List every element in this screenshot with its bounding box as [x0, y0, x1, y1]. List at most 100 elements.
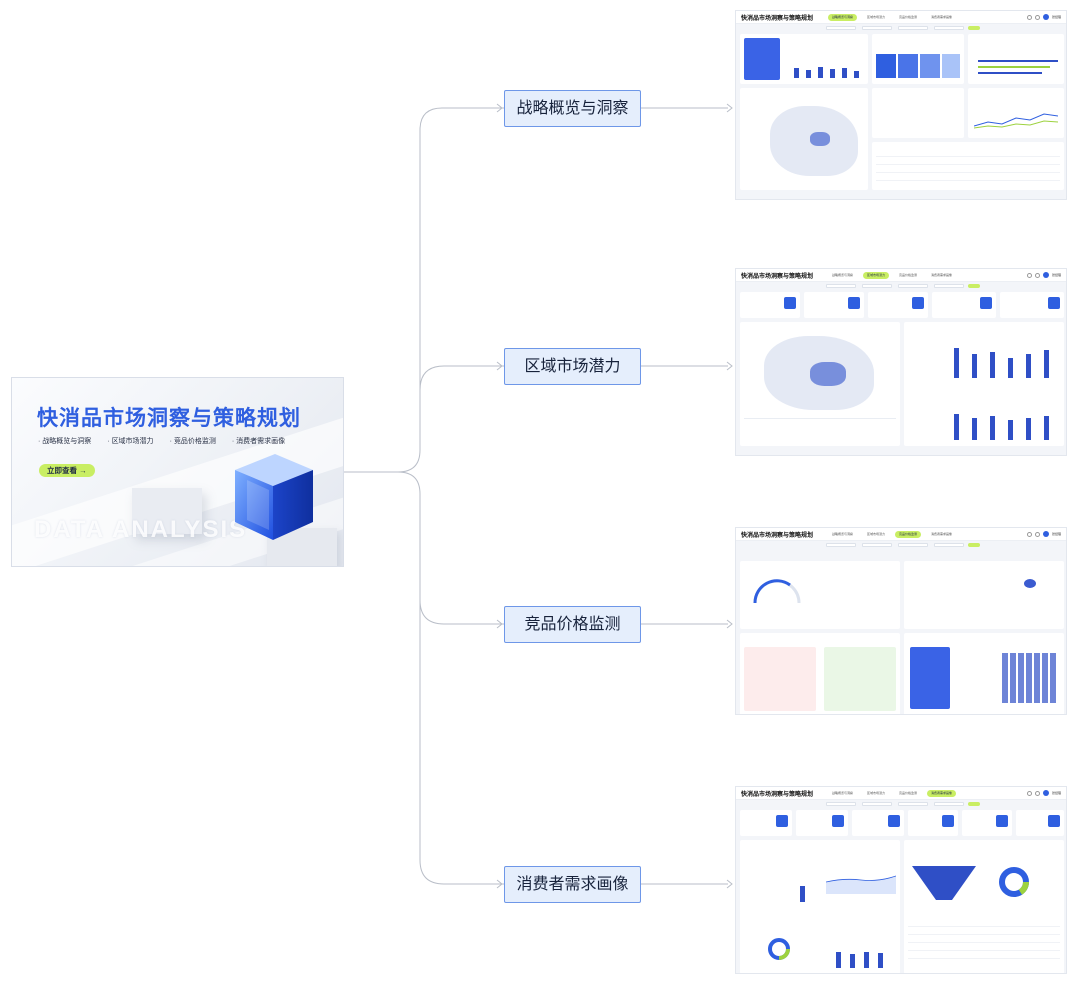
- view-now-button[interactable]: 立即查看 →: [39, 464, 95, 477]
- thumb-bar: [878, 953, 883, 968]
- gear-icon: [1034, 272, 1040, 278]
- cover-tag-list: 战略概览与洞察 区域市场潜力 竞品价格监测 消费者需求画像: [38, 436, 285, 446]
- thumb-gauge: [753, 579, 801, 604]
- thumb-panel: [968, 34, 1064, 84]
- cover-tag: 区域市场潜力: [107, 436, 154, 446]
- thumb-kpi-card: [962, 810, 1012, 836]
- thumb-bar: [972, 418, 977, 440]
- thumb-tab[interactable]: 竞品价格监测: [899, 790, 918, 795]
- cover-watermark: DATA ANALYSIS: [34, 516, 248, 543]
- thumb-user: 张经理: [1026, 790, 1061, 796]
- thumb-progress: [978, 60, 1058, 62]
- thumb-kpi-card: [804, 292, 864, 318]
- thumb-pie: [999, 867, 1029, 897]
- thumb-bar: [806, 70, 811, 78]
- thumb-tab[interactable]: 竞品价格监测: [895, 530, 922, 538]
- query-button: [968, 26, 980, 30]
- branch-competitor-price[interactable]: 竞品价格监测: [504, 606, 641, 643]
- thumb-bar: [1008, 358, 1013, 378]
- thumb-tab[interactable]: 区域市场潜力: [867, 790, 886, 795]
- thumb-tab[interactable]: 战略概览与洞察: [832, 531, 854, 536]
- thumb-tab[interactable]: 消费者需求画像: [927, 789, 957, 797]
- thumb-kpi-card: [740, 292, 800, 318]
- thumb-kpi-card: [852, 810, 904, 836]
- thumb-header: 快消品市场洞察与策略规划 战略概览与洞察 区域市场潜力 竞品价格监测 消费者需求…: [736, 11, 1066, 24]
- cover-tag: 竞品价格监测: [170, 436, 216, 446]
- thumb-tab[interactable]: 区域市场潜力: [867, 14, 886, 19]
- filter-field: [862, 543, 892, 547]
- kpi-icon: [980, 297, 992, 309]
- avatar: [1042, 14, 1049, 20]
- thumb-filter-bar: [736, 282, 1066, 290]
- kpi-icon: [1048, 815, 1060, 827]
- user-name: 张经理: [1051, 273, 1061, 277]
- user-name: 张经理: [1051, 15, 1061, 19]
- query-button: [968, 543, 980, 547]
- thumb-table-row: [876, 172, 1060, 173]
- dashboard-thumbnail-competitor[interactable]: 快消品市场洞察与策略规划 战略概览与洞察 区域市场潜力 竞品价格监测 消费者需求…: [735, 527, 1067, 715]
- glass-cube-illustration: [235, 454, 313, 540]
- kpi-icon: [996, 815, 1008, 827]
- thumb-bar: [830, 69, 835, 78]
- cover-tag: 消费者需求画像: [232, 436, 285, 446]
- thumb-user: 张经理: [1026, 272, 1061, 278]
- thumb-kpi-card: [868, 292, 928, 318]
- thumb-bubble: [1024, 579, 1036, 588]
- thumb-kpi-card: [1016, 810, 1064, 836]
- avatar: [1042, 790, 1049, 796]
- thumb-title: 快消品市场洞察与策略规划: [741, 792, 814, 798]
- thumb-bar: [818, 67, 823, 78]
- thumb-tab[interactable]: 战略概览与洞察: [832, 790, 854, 795]
- kpi-icon: [848, 297, 860, 309]
- thumb-bar: [836, 952, 841, 968]
- thumb-panel: [904, 561, 1064, 629]
- filter-field: [862, 26, 892, 30]
- thumb-panel: [872, 34, 964, 84]
- dashboard-thumbnail-consumer[interactable]: 快消品市场洞察与策略规划 战略概览与洞察 区域市场潜力 竞品价格监测 消费者需求…: [735, 786, 1067, 974]
- thumb-bar: [794, 68, 799, 78]
- gear-icon: [1034, 790, 1040, 796]
- filter-field: [862, 284, 892, 288]
- branch-regional-potential[interactable]: 区域市场潜力: [504, 348, 641, 385]
- thumb-tab[interactable]: 战略概览与洞察: [832, 272, 854, 277]
- thumb-bar: [850, 954, 855, 968]
- branch-strategy-overview[interactable]: 战略概览与洞察: [504, 90, 641, 127]
- cover-card[interactable]: DATA ANALYSIS 快消品市场洞察与策略规划 战略概览与洞察 区域市场潜…: [11, 377, 344, 567]
- thumb-tab[interactable]: 消费者需求画像: [931, 14, 953, 19]
- dashboard-thumbnail-regional[interactable]: 快消品市场洞察与策略规划 战略概览与洞察 区域市场潜力 竞品价格监测 消费者需求…: [735, 268, 1067, 456]
- thumb-tab[interactable]: 区域市场潜力: [867, 531, 886, 536]
- thumb-filter-bar: [736, 800, 1066, 808]
- thumb-table-row: [908, 942, 1060, 943]
- filter-field: [898, 802, 928, 806]
- thumb-bar: [864, 952, 869, 968]
- thumb-block: [898, 54, 918, 78]
- thumb-header: 快消品市场洞察与策略规划 战略概览与洞察 区域市场潜力 竞品价格监测 消费者需求…: [736, 269, 1066, 282]
- filter-field: [934, 284, 964, 288]
- user-name: 张经理: [1051, 532, 1061, 536]
- avatar: [1042, 531, 1049, 537]
- thumb-tab[interactable]: 竞品价格监测: [899, 14, 918, 19]
- thumb-table-row: [876, 164, 1060, 165]
- branch-consumer-profile[interactable]: 消费者需求画像: [504, 866, 641, 903]
- user-name: 张经理: [1051, 791, 1061, 795]
- thumb-tab[interactable]: 消费者需求画像: [931, 272, 953, 277]
- thumb-hero-card: [744, 38, 780, 80]
- thumb-tab[interactable]: 竞品价格监测: [899, 272, 918, 277]
- thumb-panel: [740, 322, 900, 446]
- filter-field: [826, 284, 856, 288]
- filter-field: [898, 543, 928, 547]
- thumb-bar: [854, 71, 859, 78]
- query-button: [968, 284, 980, 288]
- thumb-bar: [1044, 416, 1049, 440]
- kpi-icon: [942, 815, 954, 827]
- thumb-tab[interactable]: 消费者需求画像: [931, 531, 953, 536]
- thumb-tab[interactable]: 区域市场潜力: [863, 271, 890, 279]
- cover-decor-block: [132, 488, 202, 534]
- thumb-line-chart: [974, 113, 1058, 129]
- thumb-progress: [978, 66, 1050, 68]
- thumb-panel: [872, 142, 1064, 190]
- thumb-panel: [740, 840, 900, 973]
- thumb-tab[interactable]: 战略概览与洞察: [828, 13, 858, 21]
- thumb-filter-bar: [736, 24, 1066, 32]
- dashboard-thumbnail-strategy[interactable]: 快消品市场洞察与策略规划 战略概览与洞察 区域市场潜力 竞品价格监测 消费者需求…: [735, 10, 1067, 200]
